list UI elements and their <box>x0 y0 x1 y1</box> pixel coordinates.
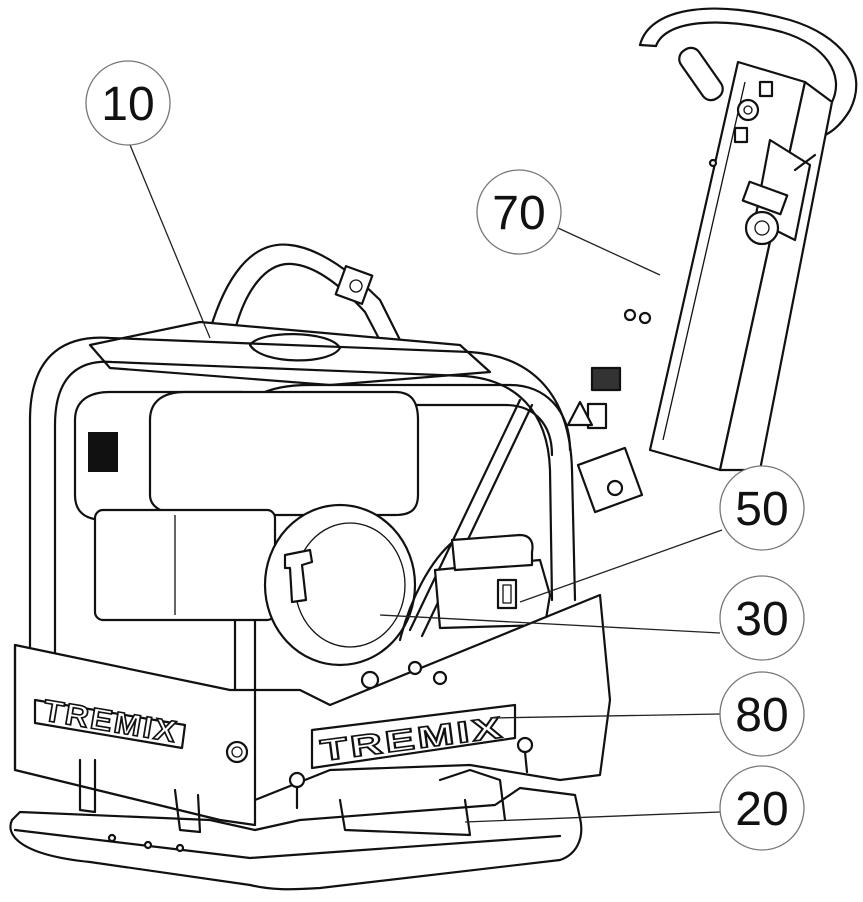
callout-20: 20 <box>719 765 805 851</box>
callout-50: 50 <box>719 465 805 551</box>
callout-10: 10 <box>85 60 171 146</box>
callout-label: 20 <box>735 783 788 836</box>
callout-label: 70 <box>492 187 545 240</box>
callout-label: 80 <box>735 689 788 742</box>
base-plate <box>9 758 583 891</box>
engine <box>73 390 457 667</box>
callout-70: 70 <box>476 169 562 255</box>
battery-box <box>433 533 552 630</box>
callout-30: 30 <box>719 575 805 661</box>
callout-label: 30 <box>735 593 788 646</box>
callout-80: 80 <box>719 671 805 757</box>
handle-assembly <box>566 7 858 514</box>
callout-label: 10 <box>101 78 154 131</box>
leader-lines <box>127 139 723 823</box>
callout-label: 50 <box>735 483 788 536</box>
hood-and-lift-bar <box>88 243 492 387</box>
frame-guard: TREMIX TREMIX <box>13 593 612 827</box>
